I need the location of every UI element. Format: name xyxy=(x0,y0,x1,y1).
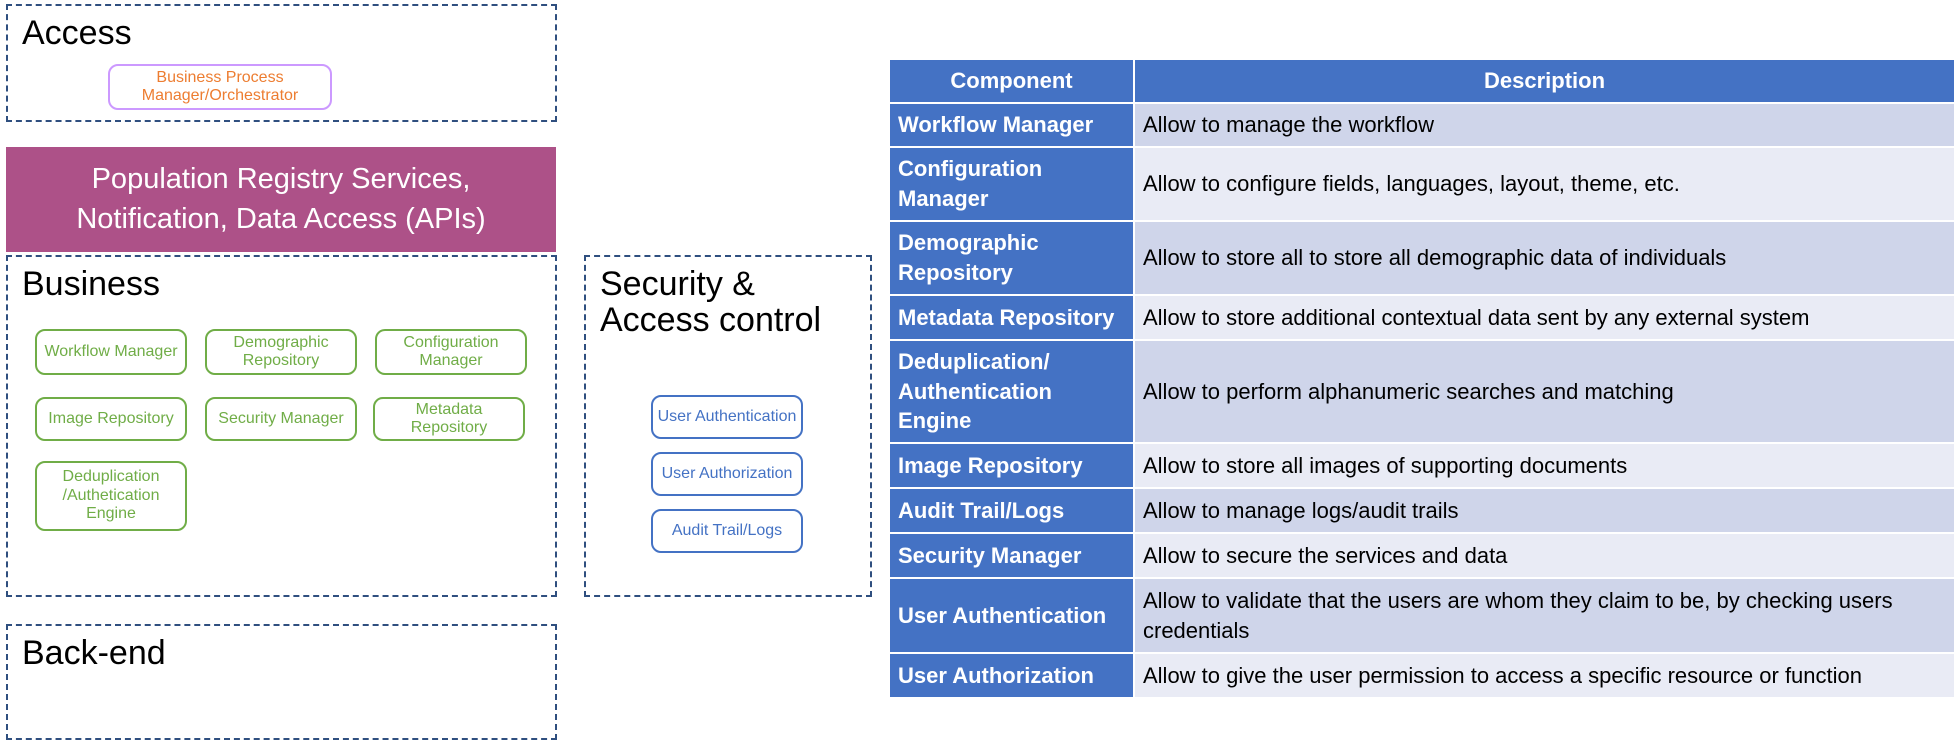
access-layer: Access Business Process Manager/Orchestr… xyxy=(6,4,557,122)
description-cell: Allow to manage logs/audit trails xyxy=(1133,487,1956,534)
component-cell: User Authorization xyxy=(888,652,1135,699)
security-manager-chip: Security Manager xyxy=(205,397,357,441)
api-bar-line1: Population Registry Services, xyxy=(91,163,471,196)
user-authentication-chip: User Authentication xyxy=(651,395,803,439)
table-row: User Authentication Allow to validate th… xyxy=(888,577,1956,654)
api-services-bar: Population Registry Services, Notificati… xyxy=(6,147,556,252)
description-cell: Allow to secure the services and data xyxy=(1133,532,1956,579)
table-row: Deduplication/ Authentication Engine All… xyxy=(888,339,1956,444)
component-cell: Demographic Repository xyxy=(888,220,1135,296)
workflow-manager-chip: Workflow Manager xyxy=(35,329,187,375)
header-component: Component xyxy=(888,58,1135,104)
backend-layer: Back-end xyxy=(6,624,557,740)
description-cell: Allow to give the user permission to acc… xyxy=(1133,652,1956,699)
security-layer: Security & Access control User Authentic… xyxy=(584,255,872,597)
image-repository-chip: Image Repository xyxy=(35,397,187,441)
backend-layer-title: Back-end xyxy=(22,634,166,672)
table-row: Image Repository Allow to store all imag… xyxy=(888,442,1956,489)
table-row: Metadata Repository Allow to store addit… xyxy=(888,294,1956,341)
description-cell: Allow to store all to store all demograp… xyxy=(1133,220,1956,296)
description-cell: Allow to manage the workflow xyxy=(1133,102,1956,148)
description-cell: Allow to validate that the users are who… xyxy=(1133,577,1956,654)
component-cell: Metadata Repository xyxy=(888,294,1135,341)
audit-trail-logs-chip: Audit Trail/Logs xyxy=(651,509,803,553)
description-cell: Allow to store all images of supporting … xyxy=(1133,442,1956,489)
security-layer-title: Security & Access control xyxy=(600,265,822,339)
configuration-manager-chip: Configuration Manager xyxy=(375,329,527,375)
security-title-line1: Security & xyxy=(600,265,755,303)
component-table: Component Description Workflow Manager A… xyxy=(888,58,1956,699)
table-row: Demographic Repository Allow to store al… xyxy=(888,220,1956,296)
component-cell: User Authentication xyxy=(888,577,1135,654)
component-cell: Workflow Manager xyxy=(888,102,1135,148)
description-cell: Allow to store additional contextual dat… xyxy=(1133,294,1956,341)
table-row: User Authorization Allow to give the use… xyxy=(888,652,1956,699)
table-row: Audit Trail/Logs Allow to manage logs/au… xyxy=(888,487,1956,534)
component-cell: Image Repository xyxy=(888,442,1135,489)
component-cell: Deduplication/ Authentication Engine xyxy=(888,339,1135,444)
api-bar-line2: Notification, Data Access (APIs) xyxy=(76,202,486,235)
table-row: Configuration Manager Allow to configure… xyxy=(888,146,1956,222)
description-cell: Allow to perform alphanumeric searches a… xyxy=(1133,339,1956,444)
component-cell: Audit Trail/Logs xyxy=(888,487,1135,534)
table-row: Workflow Manager Allow to manage the wor… xyxy=(888,102,1956,148)
demographic-repository-chip: Demographic Repository xyxy=(205,329,357,375)
table-header-row: Component Description xyxy=(888,58,1956,104)
business-layer: Business Workflow Manager Demographic Re… xyxy=(6,255,557,597)
description-cell: Allow to configure fields, languages, la… xyxy=(1133,146,1956,222)
metadata-repository-chip: Metadata Repository xyxy=(373,397,525,441)
component-cell: Configuration Manager xyxy=(888,146,1135,222)
table-row: Security Manager Allow to secure the ser… xyxy=(888,532,1956,579)
component-cell: Security Manager xyxy=(888,532,1135,579)
security-title-line2: Access control xyxy=(600,300,822,339)
header-description: Description xyxy=(1133,58,1956,104)
user-authorization-chip: User Authorization xyxy=(651,452,803,496)
access-layer-title: Access xyxy=(22,14,132,52)
business-process-manager-chip: Business Process Manager/Orchestrator xyxy=(108,64,332,110)
deduplication-engine-chip: Deduplication /Authetication Engine xyxy=(35,461,187,531)
business-layer-title: Business xyxy=(22,265,160,303)
